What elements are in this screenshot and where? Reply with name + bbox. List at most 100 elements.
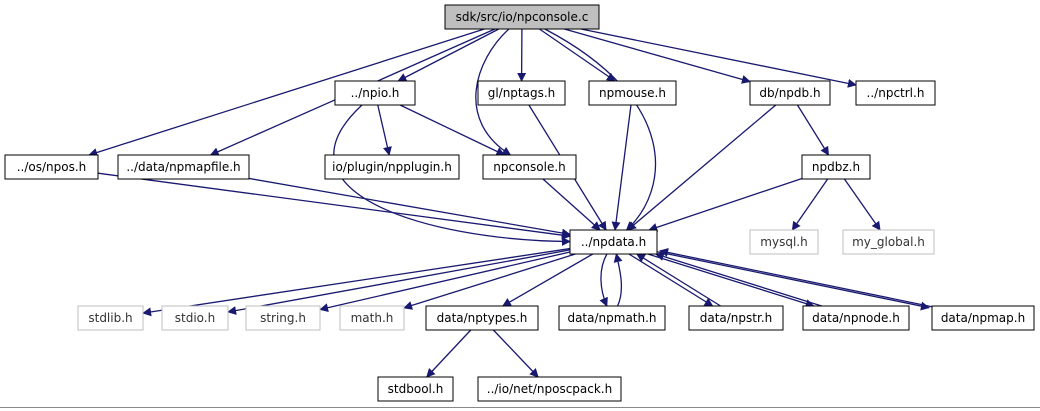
node-npctrl[interactable]: ../npctrl.h <box>855 80 936 106</box>
node-box-npmath <box>558 305 666 331</box>
node-label-root: sdk/src/io/npconsole.c <box>456 10 589 24</box>
node-box-nposcpack <box>477 376 622 402</box>
edge-npdata-to-npmap <box>653 250 930 311</box>
node-label-npos: ../os/npos.h <box>17 160 87 174</box>
bottom-divider <box>0 407 1040 408</box>
edge-npdata-to-nptypes <box>501 253 594 307</box>
node-box-npnode <box>802 305 910 331</box>
node-stdio: stdio.h <box>161 305 229 331</box>
edge-npmouse-to-npdata <box>611 104 632 231</box>
node-box-myglobal <box>842 229 935 255</box>
node-label-npplugin: io/plugin/npplugin.h <box>332 160 452 174</box>
node-stdlib: stdlib.h <box>77 305 144 331</box>
edge-nptypes-to-nposcpack <box>492 329 539 378</box>
node-npplugin[interactable]: io/plugin/npplugin.h <box>324 154 460 180</box>
node-box-npdata <box>569 229 658 255</box>
edge-npdbz-to-myglobal <box>843 178 881 231</box>
node-label-npio: ../npio.h <box>351 86 400 100</box>
edge-npio-to-npconsole <box>399 104 506 156</box>
node-box-math <box>339 305 405 331</box>
edge-root-to-npctrl <box>580 28 857 88</box>
edge-npstr-to-npdata <box>636 253 721 307</box>
node-box-mysql <box>749 229 819 255</box>
edge-npio-to-npdata <box>333 104 571 246</box>
node-box-npio <box>334 80 416 106</box>
edge-npnode-to-npdata <box>654 252 822 307</box>
node-box-nptypes <box>425 305 539 331</box>
node-box-npmap <box>931 305 1035 331</box>
node-label-npmath: data/npmath.h <box>567 311 656 325</box>
node-npos[interactable]: ../os/npos.h <box>4 154 99 180</box>
node-label-npnode: data/npnode.h <box>812 311 900 325</box>
node-mysql: mysql.h <box>749 229 819 255</box>
node-root[interactable]: sdk/src/io/npconsole.c <box>444 4 600 30</box>
node-box-npmapfile <box>117 154 250 180</box>
node-box-npdbz <box>801 154 871 180</box>
node-label-mysql: mysql.h <box>760 235 807 249</box>
node-string: string.h <box>245 305 321 331</box>
node-label-stdlib: stdlib.h <box>88 311 132 325</box>
edge-npdata-to-npnode <box>647 253 815 308</box>
node-box-stdlib <box>77 305 144 331</box>
node-npio[interactable]: ../npio.h <box>334 80 416 106</box>
node-npmath[interactable]: data/npmath.h <box>558 305 666 331</box>
node-box-npmouse <box>588 80 677 106</box>
node-label-stdbool: stdbool.h <box>388 382 444 396</box>
node-box-stdbool <box>377 376 454 402</box>
node-label-npdbz: npdbz.h <box>812 160 860 174</box>
edge-root-to-npmouse <box>539 28 616 82</box>
node-label-npconsole: npconsole.h <box>493 160 566 174</box>
edge-npmath-to-npdata <box>613 253 623 307</box>
node-nptags[interactable]: gl/nptags.h <box>477 80 566 106</box>
node-npmouse[interactable]: npmouse.h <box>588 80 677 106</box>
node-label-npmapfile: ../data/npmapfile.h <box>126 160 240 174</box>
edge-npdata-to-math <box>403 253 576 310</box>
edge-root-to-npdata <box>544 28 657 231</box>
node-nptypes[interactable]: data/nptypes.h <box>425 305 539 331</box>
node-box-npplugin <box>324 154 460 180</box>
node-label-nptags: gl/nptags.h <box>488 86 556 100</box>
node-box-npctrl <box>855 80 936 106</box>
node-box-npconsole <box>482 154 577 180</box>
node-npnode[interactable]: data/npnode.h <box>802 305 910 331</box>
node-label-math: math.h <box>351 311 394 325</box>
node-npmapfile[interactable]: ../data/npmapfile.h <box>117 154 250 180</box>
edge-npio-to-npplugin <box>377 104 392 156</box>
node-label-npdb: db/npdb.h <box>759 86 820 100</box>
node-box-stdio <box>161 305 229 331</box>
node-label-stdio: stdio.h <box>175 311 215 325</box>
edge-nptypes-to-stdbool <box>426 329 472 378</box>
node-npdbz[interactable]: npdbz.h <box>801 154 871 180</box>
edge-npmap-to-npdata <box>659 248 936 308</box>
edge-npdb-to-npdbz <box>796 104 830 156</box>
edge-npdata-to-npstr <box>628 253 714 307</box>
node-nposcpack[interactable]: ../io/net/nposcpack.h <box>477 376 622 402</box>
edge-root-to-npconsole <box>475 28 512 156</box>
edge-npdbz-to-npdata <box>648 177 803 232</box>
node-npdb[interactable]: db/npdb.h <box>749 80 831 106</box>
node-label-npdata: ../npdata.h <box>581 235 646 249</box>
edge-npdb-to-npdata <box>627 104 777 231</box>
node-stdbool[interactable]: stdbool.h <box>377 376 454 402</box>
node-npconsole[interactable]: npconsole.h <box>482 154 577 180</box>
node-label-npmap: data/npmap.h <box>941 311 1025 325</box>
edge-npdata-to-string <box>319 251 571 313</box>
edge-npmapfile-to-npdata <box>248 177 571 238</box>
node-npstr[interactable]: data/npstr.h <box>688 305 784 331</box>
edge-npconsole-to-npdata <box>542 178 601 231</box>
edge-npdbz-to-mysql <box>791 178 829 231</box>
node-npmap[interactable]: data/npmap.h <box>931 305 1035 331</box>
node-label-myglobal: my_global.h <box>852 235 925 249</box>
node-box-root <box>444 4 600 30</box>
node-myglobal: my_global.h <box>842 229 935 255</box>
node-box-npstr <box>688 305 784 331</box>
node-npdata[interactable]: ../npdata.h <box>569 229 658 255</box>
node-box-string <box>245 305 321 331</box>
edge-root-to-npdb <box>564 28 751 84</box>
node-label-npctrl: ../npctrl.h <box>867 86 925 100</box>
edge-npdata-to-npmath <box>599 253 608 307</box>
edge-npdata-to-stdlib <box>142 247 571 317</box>
edge-npdata-to-stdio <box>227 249 571 315</box>
edge-npos-to-npdata <box>97 172 571 240</box>
